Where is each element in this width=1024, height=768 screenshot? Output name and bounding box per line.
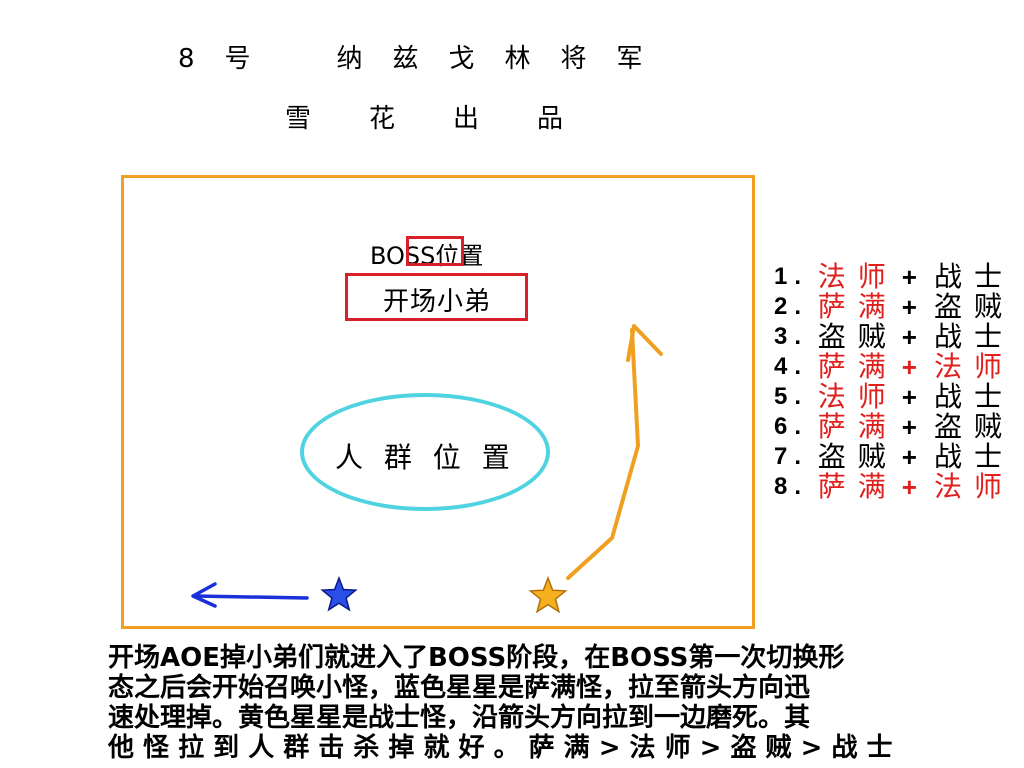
legend-class-first: 萨满 [817, 410, 898, 443]
strategy-description: 开场AOE掉小弟们就进入了BOSS阶段，在BOSS第一次切换形 态之后会开始召唤… [108, 643, 948, 763]
opening-adds-box [345, 273, 528, 321]
legend-plus-sign: + [901, 472, 917, 502]
legend-class-first: 盗贼 [817, 440, 898, 473]
legend-row: 8. 萨满+ 法师 [774, 470, 1014, 503]
description-line: 开场AOE掉小弟们就进入了BOSS阶段，在BOSS第一次切换形 [108, 643, 845, 673]
legend-class-second: 战士 [933, 260, 1014, 293]
legend-class-first: 法师 [817, 260, 898, 293]
legend-row: 3. 盗贼+ 战士 [774, 320, 1014, 353]
crowd-position-label: 人 群 位 置 [335, 441, 516, 474]
blue-star-icon [320, 575, 358, 612]
legend-row-number: 8. [774, 473, 809, 500]
legend-plus-sign: + [901, 292, 917, 322]
yellow-star-icon [528, 575, 568, 614]
legend-plus-sign: + [901, 322, 917, 352]
legend-row: 2. 萨满+ 盗贼 [774, 290, 1014, 323]
legend-row: 1. 法师+ 战士 [774, 260, 1014, 293]
legend-row-number: 3. [774, 323, 809, 350]
legend-plus-sign: + [901, 412, 917, 442]
legend-class-second: 盗贼 [933, 410, 1014, 443]
legend-class-first: 萨满 [817, 470, 898, 503]
legend-class-second: 盗贼 [933, 290, 1014, 323]
crowd-position-ellipse [300, 393, 550, 511]
legend-row: 4. 萨满+ 法师 [774, 350, 1014, 383]
page-title: 8 号 纳 兹 戈 林 将 军 [178, 44, 645, 74]
legend-row-number: 7. [774, 443, 809, 470]
legend-class-first: 萨满 [817, 350, 898, 383]
legend-class-first: 萨满 [817, 290, 898, 323]
legend-row-number: 1. [774, 263, 809, 290]
page-subtitle: 雪 花 出 品 [285, 104, 566, 134]
legend-class-second: 法师 [933, 350, 1014, 383]
boss-marker-box [406, 236, 464, 266]
legend-plus-sign: + [901, 352, 917, 382]
legend-plus-sign: + [901, 382, 917, 412]
legend-row: 7. 盗贼+ 战士 [774, 440, 1014, 473]
legend-row: 6. 萨满+ 盗贼 [774, 410, 1014, 443]
yellow-arrow [566, 324, 663, 580]
map-border [121, 175, 755, 629]
legend-class-second: 法师 [933, 470, 1014, 503]
description-line: 他 怪 拉 到 人 群 击 杀 掉 就 好 。 萨 满 > 法 师 > 盗 贼 … [108, 733, 893, 763]
legend-plus-sign: + [901, 442, 917, 472]
description-line: 速处理掉。黄色星星是战士怪，沿箭头方向拉到一边磨死。其 [108, 703, 811, 733]
legend-row-number: 4. [774, 353, 809, 380]
legend-class-first: 法师 [817, 380, 898, 413]
legend-plus-sign: + [901, 262, 917, 292]
legend-class-second: 战士 [933, 320, 1014, 353]
blue-arrow [191, 582, 309, 608]
description-line: 态之后会开始召唤小怪，蓝色星星是萨满怪，拉至箭头方向迅 [108, 673, 811, 703]
legend-row-number: 2. [774, 293, 809, 320]
legend-row-number: 6. [774, 413, 809, 440]
legend-row: 5. 法师+ 战士 [774, 380, 1014, 413]
legend-class-second: 战士 [933, 380, 1014, 413]
legend-class-second: 战士 [933, 440, 1014, 473]
opening-adds-label: 开场小弟 [383, 287, 492, 317]
legend-row-number: 5. [774, 383, 809, 410]
legend-class-first: 盗贼 [817, 320, 898, 353]
